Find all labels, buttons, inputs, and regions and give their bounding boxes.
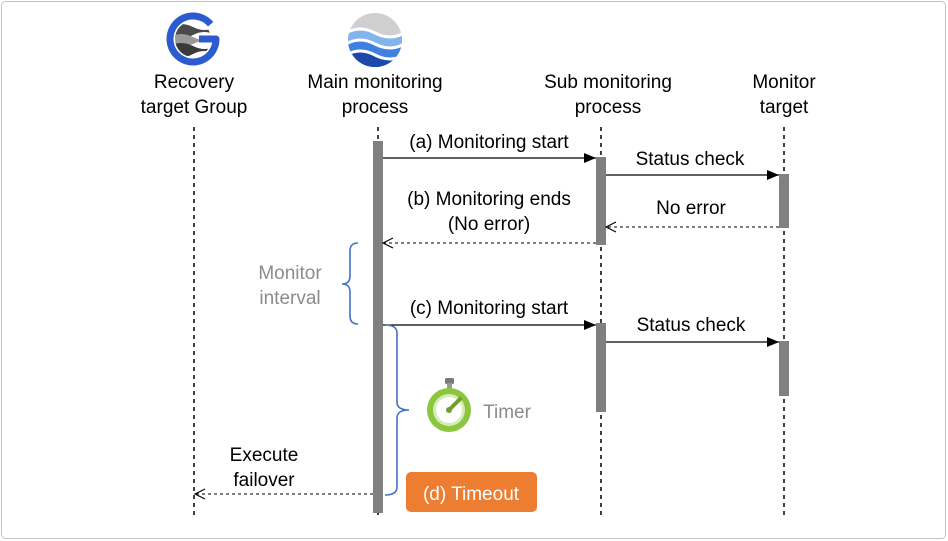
participant-label-sub-line2: process: [575, 97, 642, 118]
activation-bar-sub-2: [596, 323, 606, 412]
activation-bar-sub-1: [596, 157, 606, 245]
message-label-execute-failover-line1: Execute: [230, 445, 299, 466]
participant-label-main-line1: Main monitoring: [307, 72, 442, 93]
activation-bar-target-1: [779, 174, 789, 228]
monitor-interval-label-line2: interval: [259, 288, 320, 309]
message-label-no-error: No error: [656, 198, 726, 219]
timer-label: Timer: [483, 402, 532, 423]
message-label-execute-failover-line2: failover: [233, 470, 295, 491]
participant-label-target-line1: Monitor: [752, 72, 816, 93]
activation-bar-main: [373, 141, 383, 513]
activation-bar-target-2: [779, 341, 789, 396]
timer-brace: [384, 324, 410, 496]
participant-label-recovery-line1: Recovery: [154, 72, 235, 93]
g-logo-icon: [166, 12, 220, 66]
participant-label-recovery-line2: target Group: [141, 97, 248, 118]
participant-label-sub-line1: Sub monitoring: [544, 72, 672, 93]
participant-label-main-line2: process: [342, 97, 409, 118]
message-label-monitoring-ends-line2: (No error): [448, 214, 530, 235]
message-label-status-check-1: Status check: [636, 149, 745, 170]
message-label-monitoring-ends-line1: (b) Monitoring ends: [407, 189, 571, 210]
monitor-interval-label-line1: Monitor: [258, 263, 322, 284]
participant-label-target-line2: target: [760, 97, 809, 118]
message-label-monitoring-start-c: (c) Monitoring start: [410, 298, 569, 319]
message-label-monitoring-start-a: (a) Monitoring start: [409, 132, 569, 153]
timeout-box: [406, 472, 537, 512]
message-label-status-check-2: Status check: [637, 315, 746, 336]
monitor-interval-brace: [341, 242, 359, 325]
timeout-label: (d) Timeout: [423, 484, 520, 505]
stopwatch-icon: [427, 378, 471, 432]
